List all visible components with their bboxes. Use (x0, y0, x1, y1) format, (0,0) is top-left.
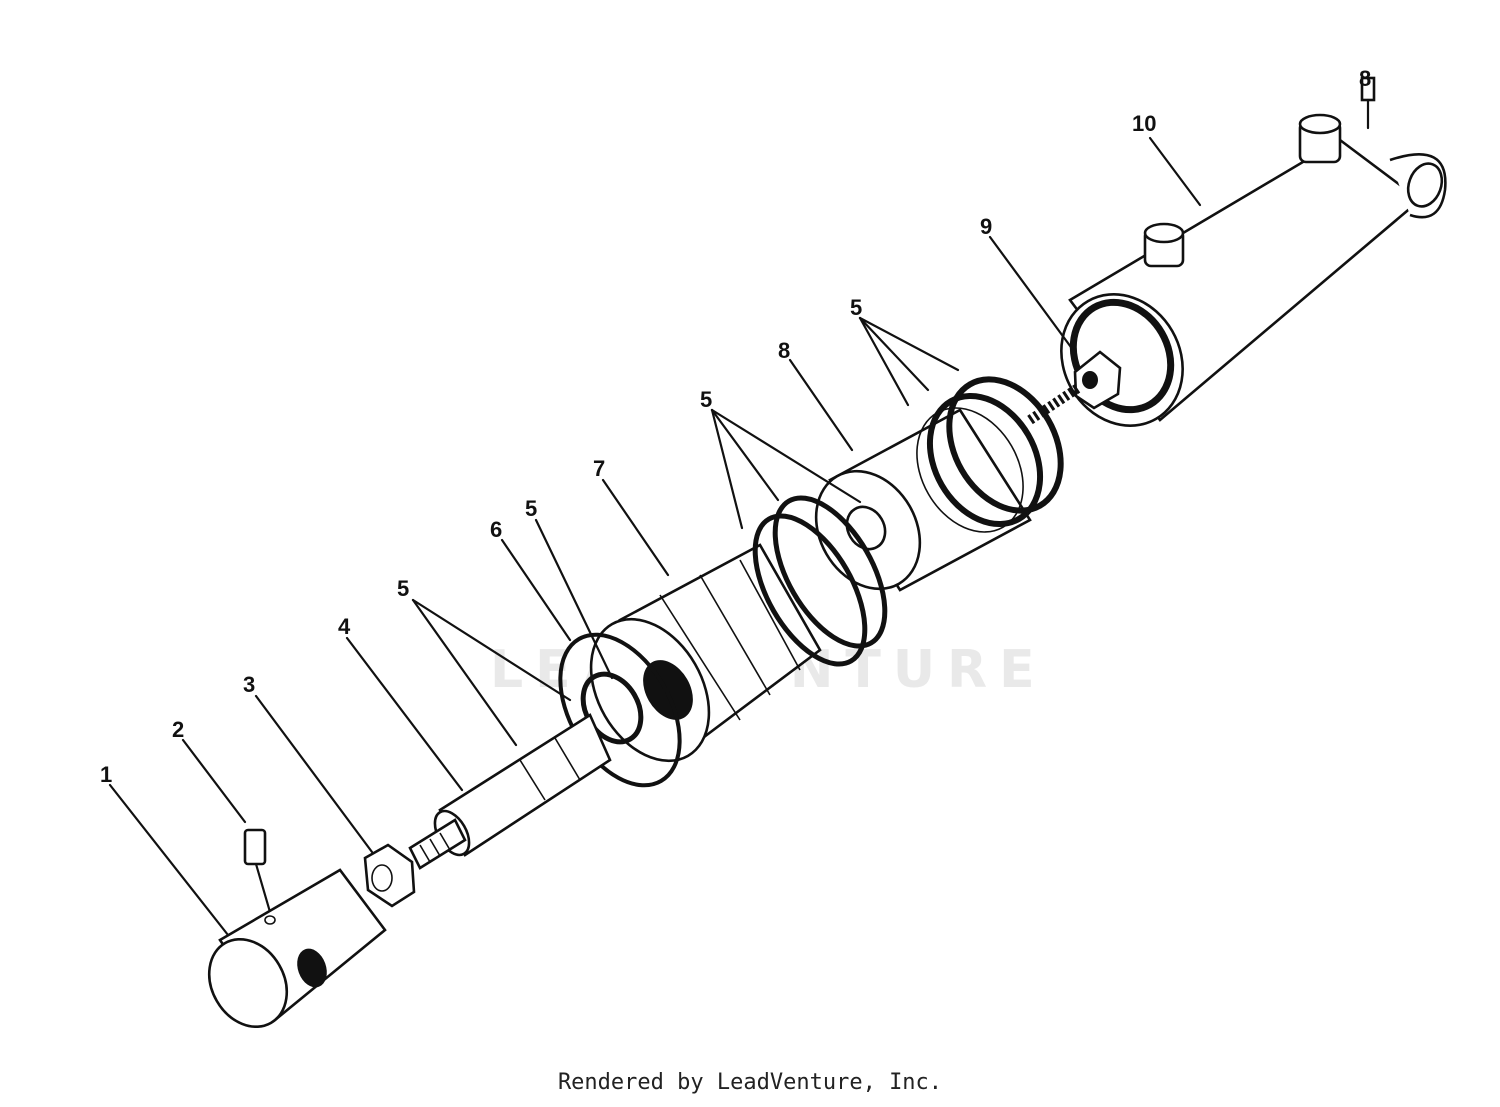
callout-5-rod: 5 (397, 576, 409, 601)
callout-2: 2 (172, 717, 184, 742)
callout-10: 10 (1132, 111, 1156, 136)
callout-5-gland: 5 (850, 295, 862, 320)
callout-8-fitting: 8 (1359, 66, 1371, 91)
callout-4: 4 (338, 614, 351, 639)
callout-3: 3 (243, 672, 255, 697)
part-9-nut (1027, 350, 1122, 425)
callout-7: 7 (593, 456, 605, 481)
part-8-piston (814, 376, 1064, 592)
part-2-grease-fitting (243, 828, 272, 914)
part-5-o-rings (580, 495, 888, 745)
callout-1: 1 (100, 762, 112, 787)
part-3-nut (363, 843, 416, 908)
callout-8: 8 (778, 338, 790, 363)
part-4-piston-rod (408, 713, 612, 870)
callout-5-piston: 5 (700, 387, 712, 412)
footer-credit: Rendered by LeadVenture, Inc. (557, 1070, 943, 1095)
callout-9: 9 (980, 214, 992, 239)
callout-labels: 1 2 3 4 5 6 5 7 5 8 5 9 10 8 (100, 66, 1371, 787)
part-1-clevis (207, 868, 387, 1029)
callout-6: 6 (490, 517, 502, 542)
leader-lines (108, 136, 1202, 937)
callout-5-snap: 5 (525, 496, 537, 521)
